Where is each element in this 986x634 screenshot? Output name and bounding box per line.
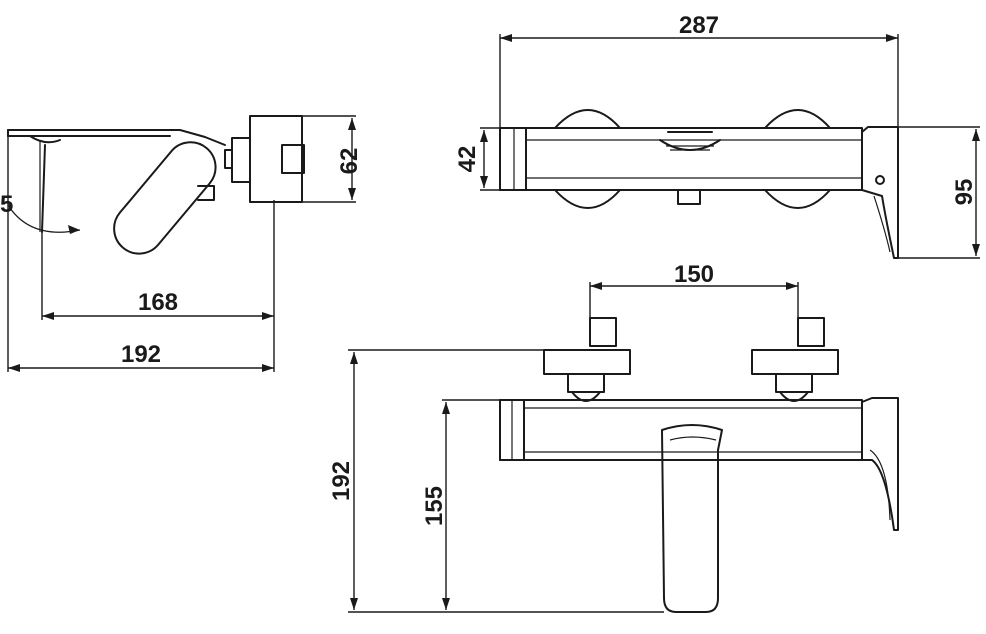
top-view: 287 42 95 (454, 12, 980, 259)
partial-dimension-label: 5 (0, 191, 13, 218)
dimension-62: 62 (336, 148, 363, 175)
dimension-192-front: 192 (328, 461, 355, 501)
dimension-192-side: 192 (121, 341, 161, 368)
dimension-168: 168 (138, 289, 178, 316)
dimension-287: 287 (679, 12, 719, 39)
front-view: 150 192 155 (328, 261, 899, 613)
side-view: 5 62 168 192 (0, 115, 363, 372)
dimension-155: 155 (421, 486, 448, 526)
dimension-42: 42 (454, 146, 481, 173)
dimension-150: 150 (674, 261, 714, 288)
dimension-95: 95 (951, 179, 978, 206)
